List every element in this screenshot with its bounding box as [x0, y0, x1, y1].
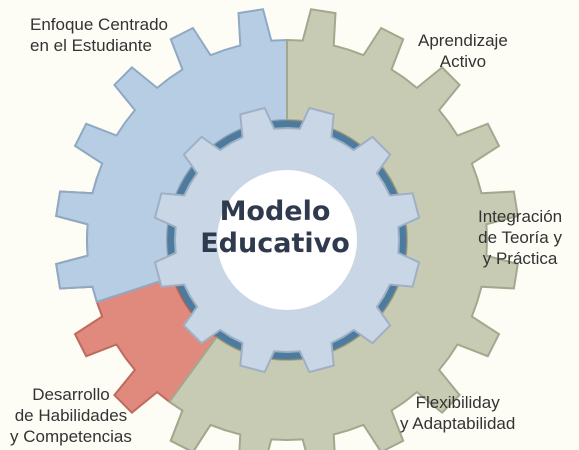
label-flexibility: Flexibiliday y Adaptabilidad	[400, 393, 516, 433]
label-skills: Desarrollo de Habilidades y Competencias	[10, 385, 132, 446]
center-title-line1: Modelo	[219, 196, 331, 227]
label-active-learning: Aprendizaje Activo	[418, 31, 508, 71]
center-title: Modelo Educativo	[195, 196, 355, 260]
label-student-centered: Enfoque Centrado en el Estudiante	[30, 15, 168, 55]
center-title-line2: Educativo	[200, 228, 350, 259]
center-hub	[217, 170, 357, 310]
outer-gear-gray-segment	[167, 8, 519, 450]
label-theory-practice: Integración de Teoría y y Práctica	[478, 207, 563, 268]
